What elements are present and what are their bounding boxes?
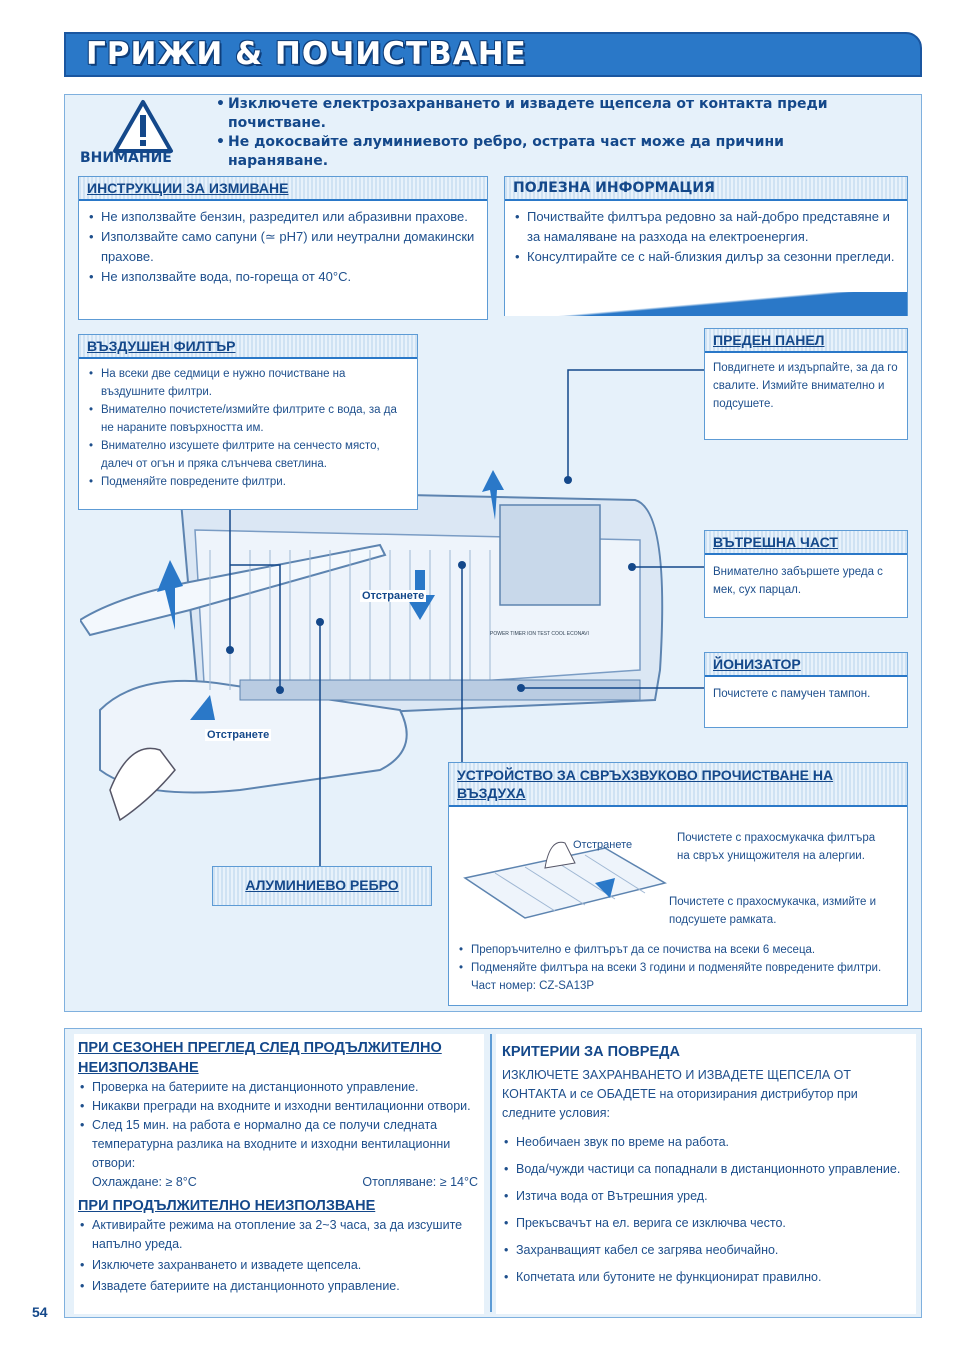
- front-panel-box: ПРЕДЕН ПАНЕЛ Повдигнете и издърпайте, за…: [704, 328, 908, 440]
- inner-box: ВЪТРЕШНА ЧАСТ Внимателно забършете уреда…: [704, 530, 908, 618]
- inner-text: Внимателно забършете уреда с мек, сух па…: [705, 555, 907, 599]
- bottom-divider: [490, 1034, 492, 1312]
- page-number: 54: [32, 1304, 48, 1320]
- long-unused-item: Извадете батериите на дистанционното упр…: [78, 1277, 480, 1296]
- inner-title: ВЪТРЕШНА ЧАСТ: [705, 531, 907, 555]
- supersonic-note-2: Почистете с прахосмукачка, измийте и под…: [669, 893, 891, 929]
- front-panel-title: ПРЕДЕН ПАНЕЛ: [705, 329, 907, 353]
- damage-item: Вода/чужди частици са попаднали в дистан…: [502, 1160, 910, 1179]
- ionizer-box: ЙОНИЗАТОР Почистете с памучен тампон.: [704, 652, 908, 728]
- air-filter-title: ВЪЗДУШЕН ФИЛТЪР: [79, 335, 417, 359]
- damage-item: Прекъсвачът на ел. верига се изключва че…: [502, 1214, 910, 1233]
- long-unused-item: Изключете захранването и извадете щепсел…: [78, 1256, 480, 1275]
- supersonic-item: Препоръчително е филтърът да се почиства…: [457, 941, 903, 959]
- supersonic-item: Подменяйте филтъра на всеки 3 години и п…: [457, 959, 903, 995]
- seasonal-box: ПРИ СЕЗОНЕН ПРЕГЛЕД СЛЕД ПРОДЪЛЖИТЕЛНО Н…: [74, 1034, 484, 1314]
- damage-title: КРИТЕРИИ ЗА ПОВРЕДА: [496, 1034, 916, 1062]
- remove-label: Отстранете: [573, 839, 632, 851]
- damage-item: Изтича вода от Вътрешния уред.: [502, 1187, 910, 1206]
- damage-item: Захранващият кабел се загрява необичайно…: [502, 1241, 910, 1260]
- damage-list: Необичаен звук по време на работа. Вода/…: [496, 1133, 916, 1287]
- air-filter-item: Внимателно изсушете филтрите на сенчесто…: [87, 437, 409, 473]
- ionizer-text: Почистете с памучен тампон.: [705, 677, 907, 703]
- aluminium-box: АЛУМИНИЕВО РЕБРО: [212, 866, 432, 906]
- seasonal-item: Проверка на батериите на дистанционното …: [78, 1078, 480, 1097]
- damage-intro: ИЗКЛЮЧЕТЕ ЗАХРАНВАНЕТО И ИЗВАДЕТЕ ЩЕПСЕЛ…: [496, 1062, 916, 1127]
- seasonal-item: Никакви прегради на входните и изходни в…: [78, 1097, 480, 1116]
- damage-item: Необичаен звук по време на работа.: [502, 1133, 910, 1152]
- seasonal-item: След 15 мин. на работа е нормално да се …: [78, 1116, 480, 1173]
- purifier-filter-illustration: [455, 823, 675, 933]
- air-filter-item: На всеки две седмици е нужно почистване …: [87, 365, 409, 401]
- seasonal-list: Проверка на батериите на дистанционното …: [74, 1078, 484, 1173]
- front-panel-text: Повдигнете и издърпайте, за да го свалит…: [705, 353, 907, 413]
- heating-diff: Отопляване: ≥ 14°C: [362, 1173, 478, 1192]
- temperature-row: Охлаждане: ≥ 8°C Отопляване: ≥ 14°C: [74, 1173, 484, 1192]
- damage-box: КРИТЕРИИ ЗА ПОВРЕДА ИЗКЛЮЧЕТЕ ЗАХРАНВАНЕ…: [496, 1034, 916, 1314]
- ionizer-title: ЙОНИЗАТОР: [705, 653, 907, 677]
- air-filter-item: Подменяйте повредените филтри.: [87, 473, 409, 491]
- supersonic-title: УСТРОЙСТВО ЗА СВРЪХЗВУКОВО ПРОЧИСТВАНЕ Н…: [449, 763, 907, 807]
- seasonal-title: ПРИ СЕЗОНЕН ПРЕГЛЕД СЛЕД ПРОДЪЛЖИТЕЛНО Н…: [74, 1034, 484, 1078]
- long-unused-title: ПРИ ПРОДЪЛЖИТЕЛНО НЕИЗПОЛЗВАНЕ: [74, 1192, 484, 1216]
- long-unused-item: Активирайте режима на отопление за 2~3 ч…: [78, 1216, 480, 1254]
- supersonic-box: УСТРОЙСТВО ЗА СВРЪХЗВУКОВО ПРОЧИСТВАНЕ Н…: [448, 762, 908, 1006]
- aluminium-title: АЛУМИНИЕВО РЕБРО: [213, 867, 431, 905]
- damage-item: Копчетата или бутоните не функционират п…: [502, 1268, 910, 1287]
- air-filter-box: ВЪЗДУШЕН ФИЛТЪР На всеки две седмици е н…: [78, 334, 418, 510]
- cooling-diff: Охлаждане: ≥ 8°C: [92, 1175, 197, 1189]
- long-unused-list: Активирайте режима на отопление за 2~3 ч…: [74, 1216, 484, 1296]
- supersonic-note-1: Почистете с прахосмукачка филтъра на свр…: [677, 829, 891, 865]
- air-filter-item: Внимателно почистете/измийте филтрите с …: [87, 401, 409, 437]
- supersonic-list: Препоръчително е филтърът да се почиства…: [457, 941, 903, 995]
- air-filter-list: На всеки две седмици е нужно почистване …: [79, 359, 417, 491]
